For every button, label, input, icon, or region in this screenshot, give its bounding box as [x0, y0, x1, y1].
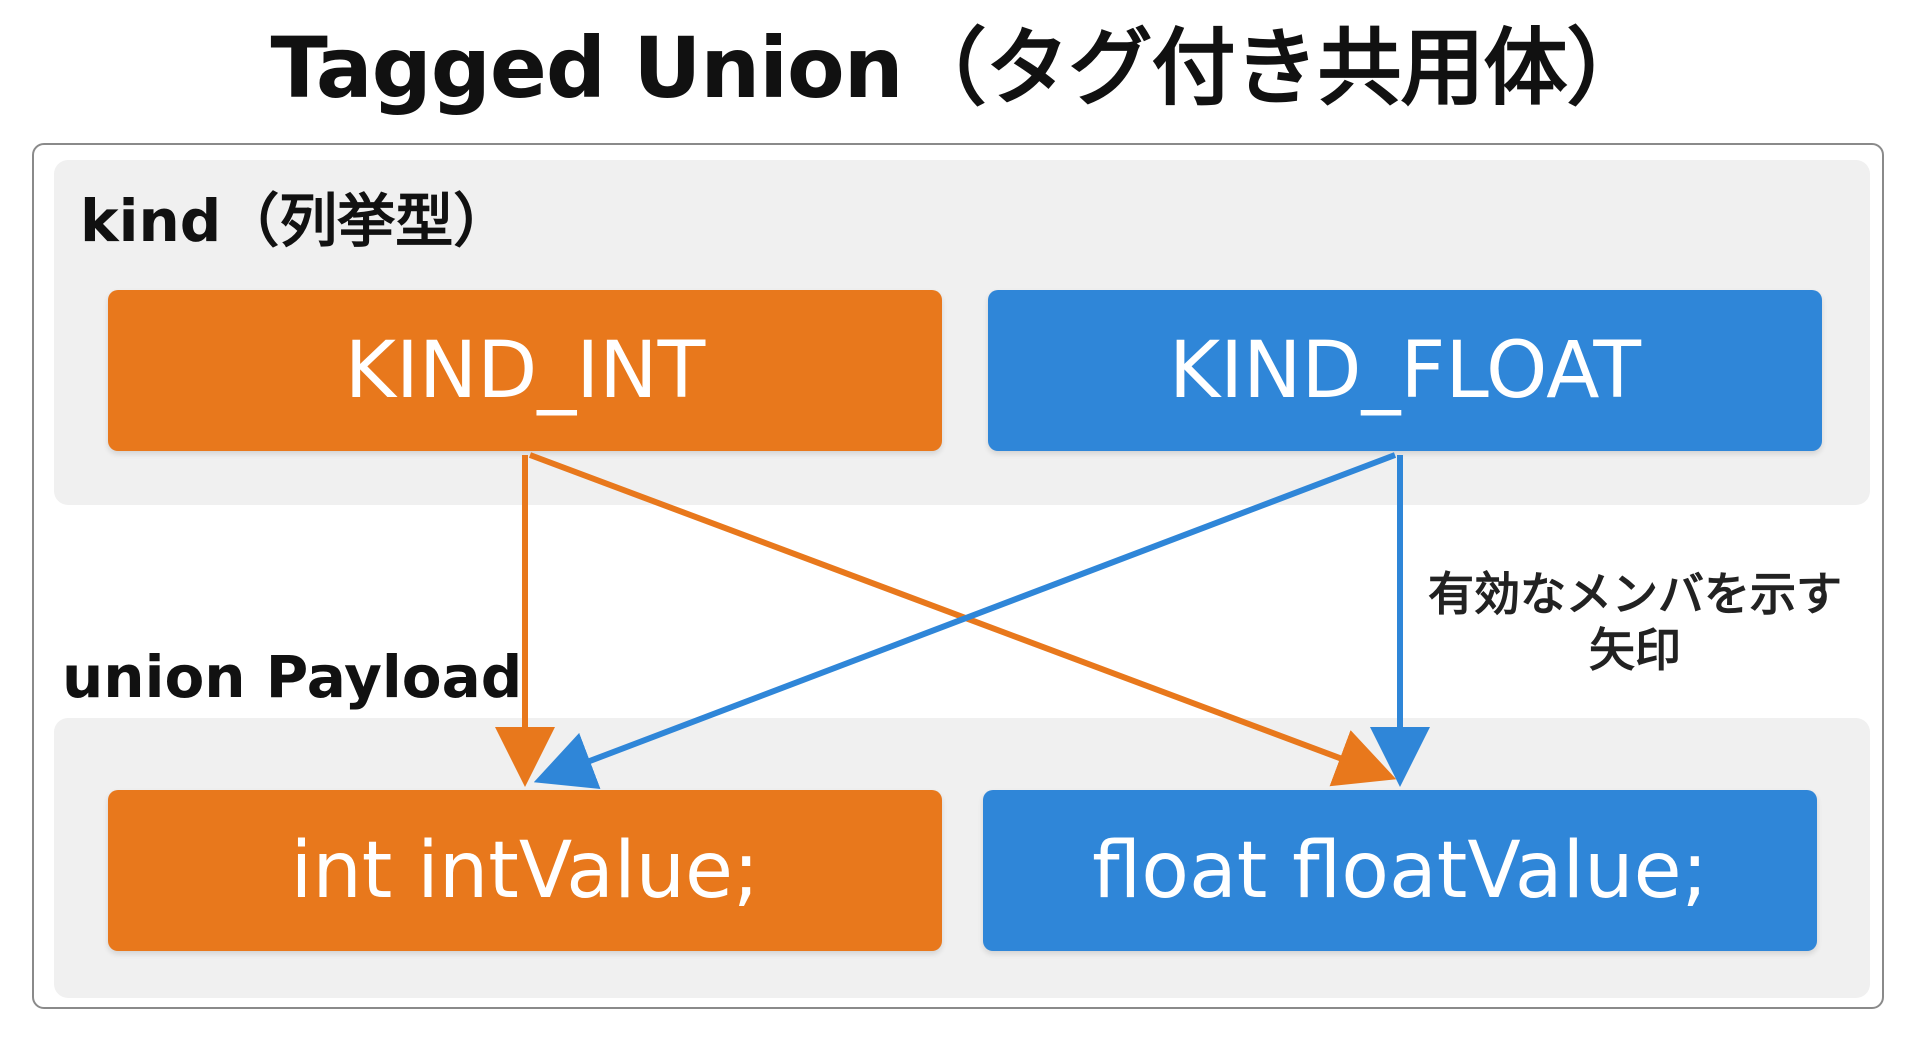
arrow-note-line2: 矢印: [1589, 623, 1681, 677]
kind-float-box: KIND_FLOAT: [988, 290, 1822, 451]
int-value-box: int intValue;: [108, 790, 942, 951]
diagram-title: Tagged Union（タグ付き共用体）: [270, 19, 1650, 117]
union-section-label: union Payload: [62, 643, 523, 711]
kind-section-label: kind（列挙型）: [80, 187, 512, 255]
arrow-note: 有効なメンバを示す 矢印: [1400, 566, 1870, 678]
kind-int-box: KIND_INT: [108, 290, 942, 451]
float-value-box: float floatValue;: [983, 790, 1817, 951]
arrow-note-line1: 有効なメンバを示す: [1428, 567, 1842, 621]
